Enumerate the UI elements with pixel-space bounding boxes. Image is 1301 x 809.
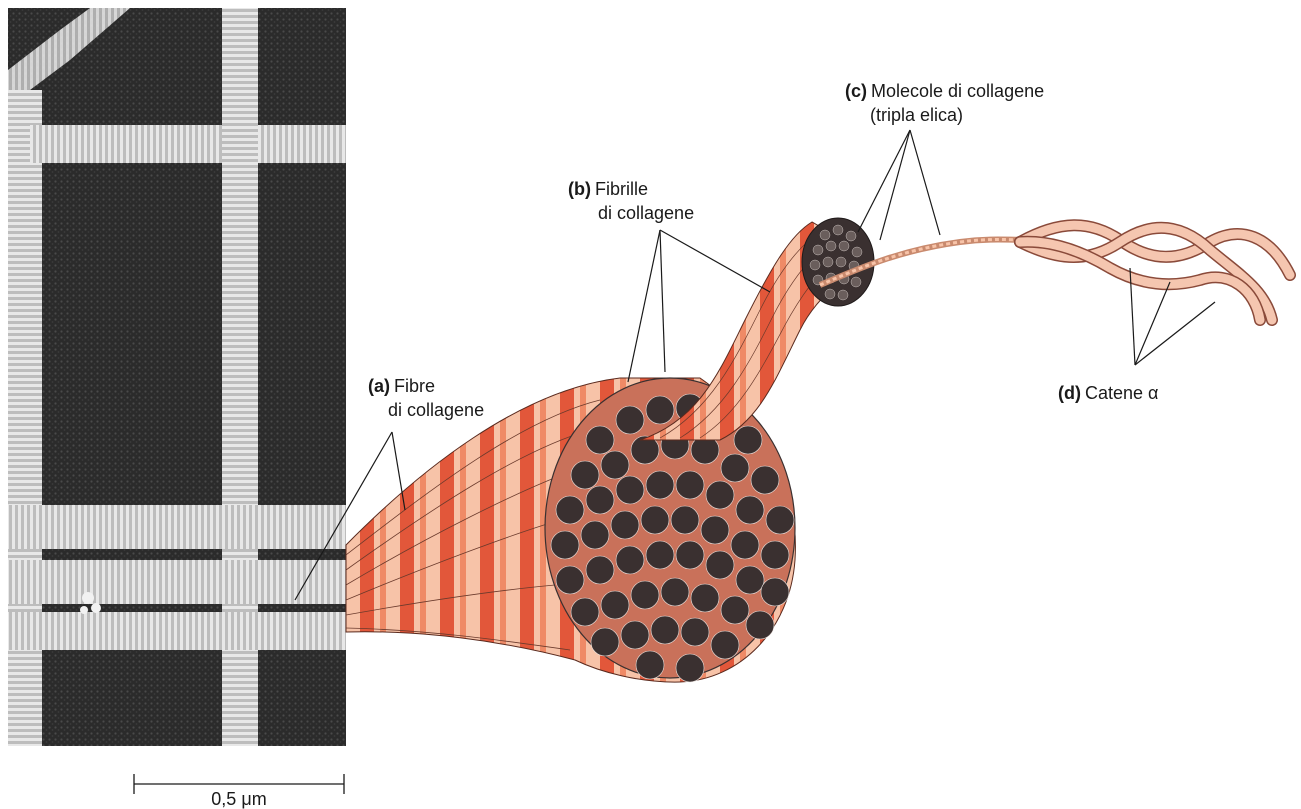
- svg-text:(tripla elica): (tripla elica): [870, 105, 963, 125]
- svg-text:(d)Catene α: (d)Catene α: [1058, 383, 1158, 403]
- label-a: (a)Fibre di collagene: [368, 376, 484, 420]
- label-b: (b)Fibrille di collagene: [568, 179, 694, 223]
- svg-text:di collagene: di collagene: [388, 400, 484, 420]
- svg-text:(a)Fibre: (a)Fibre: [368, 376, 435, 396]
- micrograph-panel: [8, 8, 346, 746]
- svg-text:(b)Fibrille: (b)Fibrille: [568, 179, 648, 199]
- scale-bar: 0,5 μm: [134, 774, 344, 809]
- svg-text:(c)Molecole di collagene: (c)Molecole di collagene: [845, 81, 1044, 101]
- scale-bar-label: 0,5 μm: [211, 789, 266, 809]
- label-d: (d)Catene α: [1058, 383, 1158, 403]
- svg-text:di collagene: di collagene: [598, 203, 694, 223]
- label-c: (c)Molecole di collagene (tripla elica): [845, 81, 1044, 125]
- alpha-chains: [1020, 225, 1290, 320]
